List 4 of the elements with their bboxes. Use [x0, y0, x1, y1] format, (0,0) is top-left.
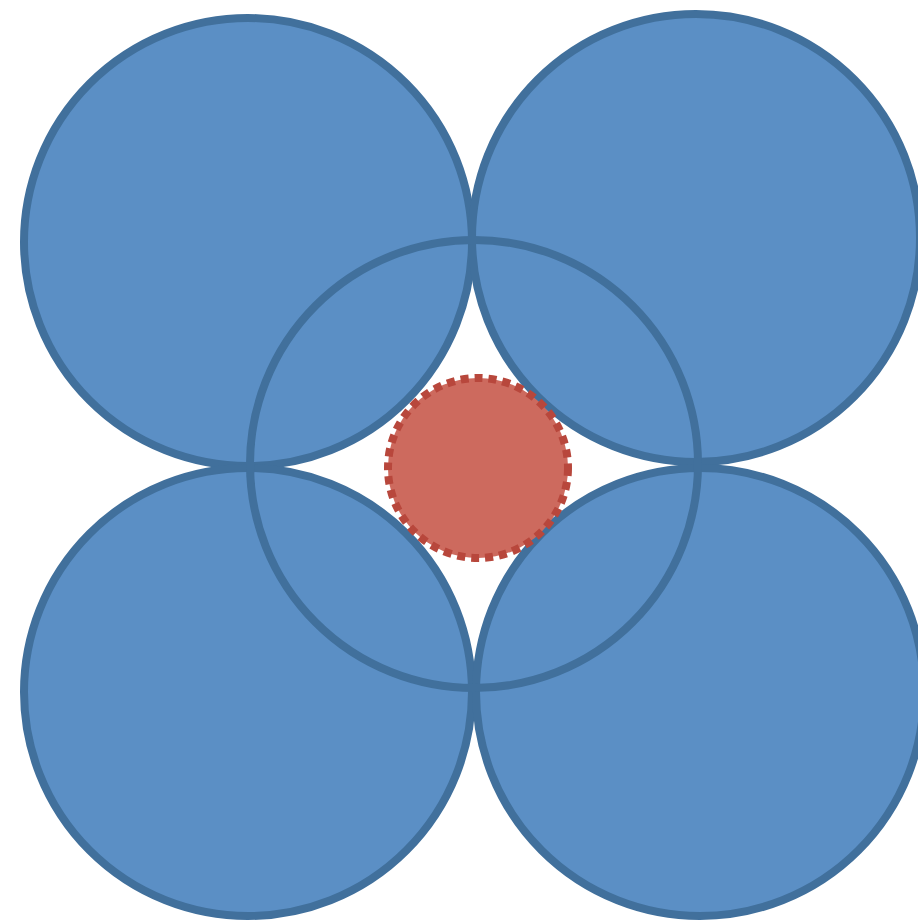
dotted-circle	[388, 378, 568, 558]
large-circle	[20, 464, 476, 920]
large-circle	[20, 14, 476, 470]
outline-circle	[246, 236, 702, 692]
